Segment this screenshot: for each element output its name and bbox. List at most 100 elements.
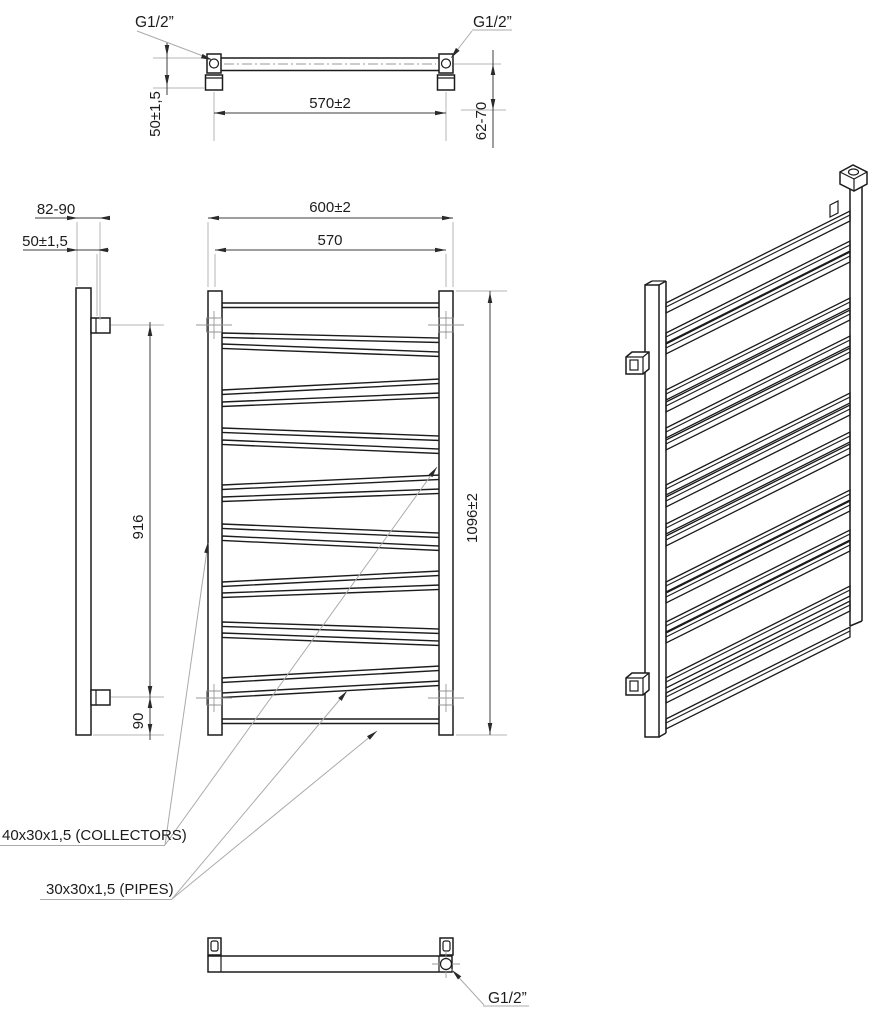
iso-pipe-edge-9 [665, 408, 851, 502]
arrowhead-9 [67, 247, 78, 253]
front-pipe-17 [221, 680, 441, 699]
front-pipe-14 [221, 621, 441, 635]
arrowhead-18 [435, 247, 446, 253]
iso-view-pipes [665, 209, 851, 731]
iso-left-tab-bottom-slot [629, 680, 639, 692]
arrowhead-2 [435, 110, 446, 116]
arrowhead-6 [490, 99, 496, 110]
front-pipe-10 [221, 523, 441, 539]
iso-left-tab-top-slot [629, 359, 639, 371]
arrowhead-3 [164, 45, 170, 56]
pipes-spec-label: 30x30x1,5 (PIPES) [46, 881, 174, 898]
iso-pipe-edge-16 [665, 589, 851, 683]
iso-pipe-edge-14 [665, 533, 851, 627]
arrowhead-7 [67, 215, 78, 221]
top-left-bracket [204, 74, 224, 91]
dim-front-width: 600±2 [309, 199, 351, 216]
dim-side-wall-offset: 50±1,5 [22, 233, 68, 250]
front-pipe-8 [221, 474, 441, 491]
leader-collectors-left [164, 542, 209, 846]
arrowhead-24 [367, 731, 377, 740]
arrowhead-16 [442, 215, 453, 221]
arrowhead-4 [164, 75, 170, 86]
arrowhead-26 [200, 53, 212, 60]
front-pipe-6 [221, 427, 441, 442]
bracket-square-3 [206, 690, 222, 706]
iso-pipe-edge-2 [665, 244, 851, 338]
arrowhead-11 [147, 325, 153, 336]
iso-pipe-edge-3 [665, 255, 851, 349]
bottom-collector [207, 955, 453, 973]
side-collector [75, 287, 92, 736]
arrowhead-19 [487, 292, 493, 303]
front-left-collector [207, 290, 223, 736]
iso-pipe-edge-5 [665, 313, 851, 407]
g-half-inch-label-top-left: G1/2” [135, 14, 174, 31]
iso-pipe-edge-17 [665, 604, 851, 698]
arrowhead-21 [204, 542, 209, 554]
arrowhead-12 [147, 686, 153, 697]
dim-front-height: 1096±2 [464, 493, 481, 543]
iso-left-post [644, 284, 660, 738]
bottom-right-bracket-slot [442, 940, 451, 952]
dim-side-depth-range: 82-90 [37, 201, 75, 218]
arrowhead-13 [147, 697, 153, 708]
iso-top-tab-hole [847, 168, 860, 176]
front-pipe-13 [221, 584, 441, 599]
front-right-collector [438, 290, 454, 736]
iso-top-tab [839, 164, 868, 192]
iso-pipe-edge-13 [665, 504, 851, 598]
iso-pipe-edge-8 [665, 396, 851, 490]
arrowhead-5 [490, 64, 496, 75]
front-pipe-7 [221, 439, 441, 455]
dimension-arrows [67, 45, 496, 980]
extension-lines [76, 57, 507, 736]
front-pipe-11 [221, 535, 441, 552]
front-view [207, 290, 454, 736]
front-pipe-5 [221, 392, 441, 408]
leader-collectors-right [164, 466, 438, 846]
arrowhead-25 [452, 970, 462, 980]
arrowhead-22 [428, 467, 437, 478]
dim-side-bracket-span: 916 [130, 514, 147, 539]
leader-pipes-1 [171, 690, 348, 900]
front-view-pipes [221, 302, 441, 725]
iso-pipe-edge-10 [665, 435, 851, 529]
g-half-inch-label-bottom: G1/2” [488, 990, 527, 1007]
leader-g-top-left [136, 30, 212, 60]
bracket-square-1 [206, 317, 222, 333]
bottom-view [207, 937, 460, 978]
front-pipe-12 [221, 570, 441, 588]
iso-pipe-edge-15 [665, 544, 851, 638]
arrowhead-14 [147, 724, 153, 735]
bracket-square-4 [438, 690, 454, 706]
iso-pipe-edge-6 [665, 339, 851, 433]
dim-top-width: 570±2 [309, 95, 351, 112]
annotations: G1/2” G1/2” 570±2 50±1,5 62-70 82-90 50±… [2, 14, 527, 1007]
leader-lines [0, 29, 529, 1007]
dim-front-pitch: 570 [317, 232, 342, 249]
front-pipe-9 [221, 488, 441, 503]
arrowhead-20 [487, 723, 493, 734]
top-right-connection-circle [440, 58, 452, 69]
arrowhead-10 [97, 247, 108, 253]
iso-pipe-edge-7 [665, 351, 851, 445]
iso-pipe-edge-11 [665, 447, 851, 541]
front-pipe-3 [221, 343, 441, 358]
bracket-square-2 [438, 317, 454, 333]
arrowhead-23 [338, 691, 347, 701]
arrowhead-1 [214, 110, 225, 116]
front-pipe-1 [221, 302, 441, 309]
iso-rear-tab [829, 200, 839, 218]
side-bottom-fitting [90, 689, 111, 706]
arrowhead-17 [215, 247, 226, 253]
front-pipe-15 [221, 632, 441, 647]
bottom-left-bracket-slot [210, 940, 219, 952]
top-view [204, 53, 456, 91]
iso-pipe-edge-4 [665, 301, 851, 395]
collectors-spec-label: 40x30x1,5 (COLLECTORS) [2, 827, 187, 844]
iso-pipe-edge-12 [665, 493, 851, 587]
arrowhead-8 [99, 215, 110, 221]
